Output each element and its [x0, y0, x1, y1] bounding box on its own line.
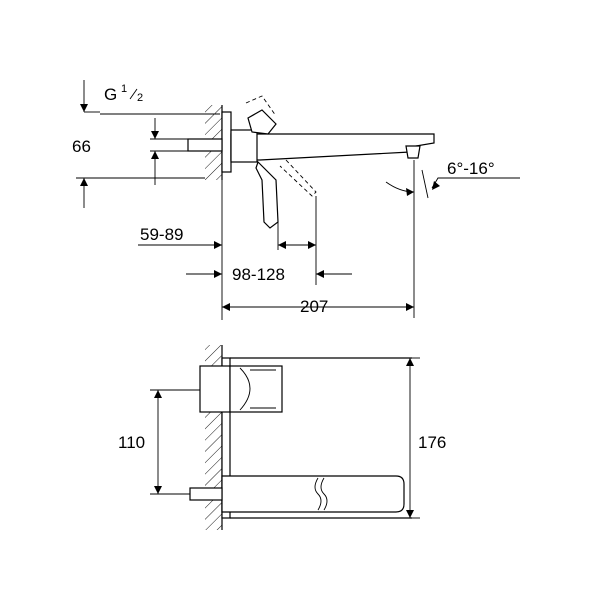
aerator — [405, 145, 421, 159]
front-view — [150, 345, 420, 530]
cover-plate-front — [221, 357, 231, 519]
lever-knob — [247, 109, 277, 135]
dim-66: 66 — [72, 137, 91, 156]
thread-numerator: 1 — [121, 83, 127, 95]
dim-98-128: 98-128 — [232, 265, 285, 284]
lever-dashed — [245, 95, 277, 117]
dim-59-89: 59-89 — [140, 225, 183, 244]
spout-front — [221, 475, 405, 513]
dim-110: 110 — [118, 433, 145, 452]
dim-207: 207 — [300, 297, 328, 316]
inlet-pipe — [187, 138, 223, 152]
lever-handle — [255, 160, 279, 229]
thread-denominator: 2 — [137, 92, 143, 104]
spout-side — [230, 133, 435, 161]
thread-label: G — [104, 85, 117, 104]
dim-176: 176 — [418, 433, 446, 452]
spout-base — [230, 129, 258, 163]
dim-angle: 6°-16° — [447, 159, 495, 178]
side-view — [76, 80, 520, 320]
handle-block-front — [199, 365, 231, 413]
cover-plate-side — [221, 111, 232, 173]
